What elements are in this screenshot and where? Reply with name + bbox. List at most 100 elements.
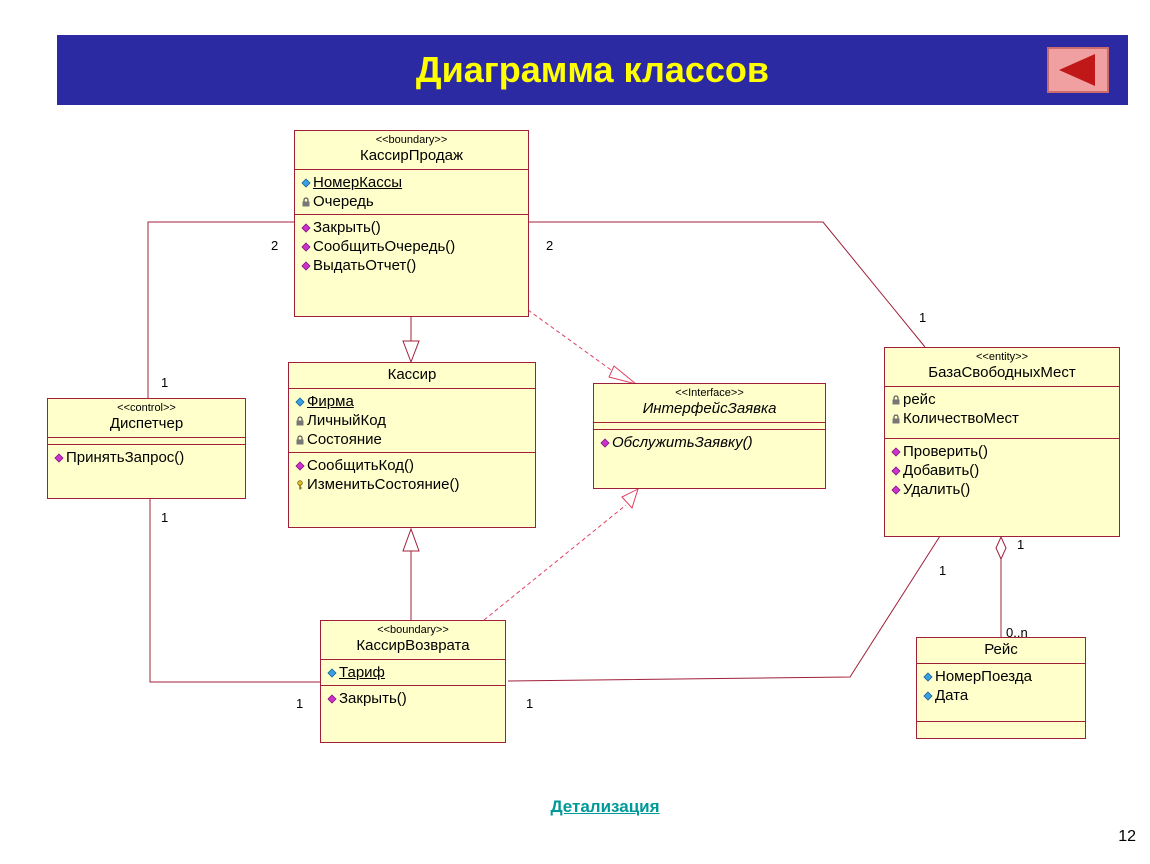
attributes xyxy=(48,438,245,445)
mult-kp-baza-baza: 1 xyxy=(919,310,927,325)
stereotype: <<entity>> xyxy=(976,351,1028,363)
attribute-row: Тариф xyxy=(327,663,499,682)
operations xyxy=(917,722,1085,728)
mult-kv-baza-kv: 1 xyxy=(526,696,534,711)
class-name: Рейс xyxy=(984,641,1018,658)
blue-diamond-icon xyxy=(301,177,311,188)
class-header: <<control>> Диспетчер xyxy=(48,399,245,438)
class-name: Кассир xyxy=(387,366,437,383)
mult-disp-kv-kv: 1 xyxy=(296,696,304,711)
key-icon xyxy=(297,479,303,489)
realization-arrow-kp xyxy=(608,365,637,385)
magenta-diamond-icon xyxy=(327,693,337,704)
lock-icon xyxy=(296,434,304,444)
assoc-kp-baza xyxy=(528,221,926,348)
lock-icon xyxy=(892,413,900,423)
mult-kp-dispetcher-disp: 1 xyxy=(161,375,169,390)
operation-row: ОбслужитьЗаявку() xyxy=(600,433,819,452)
magenta-diamond-icon xyxy=(600,437,610,448)
attribute-row: НомерПоезда xyxy=(923,667,1079,686)
generalization-arrow-kv xyxy=(402,527,420,552)
class-name: КассирПродаж xyxy=(359,147,464,164)
mult-kv-baza-baza: 1 xyxy=(939,563,947,578)
class-name: Диспетчер xyxy=(109,415,184,432)
realization-kv-interface xyxy=(483,504,627,621)
attributes: рейс КоличествоМест xyxy=(885,387,1119,439)
operation-row: Закрыть() xyxy=(327,689,499,708)
attribute-row: НомерКассы xyxy=(301,173,522,192)
attribute-row: рейс xyxy=(891,390,1113,409)
attributes: НомерПоезда Дата xyxy=(917,664,1085,722)
mult-kp-dispetcher-kp: 2 xyxy=(271,238,279,253)
attribute-row: Состояние xyxy=(295,430,529,449)
operation-row: Закрыть() xyxy=(301,218,522,237)
operation-row: Проверить() xyxy=(891,442,1113,461)
class-kassir[interactable]: Кассир Фирма ЛичныйКод Состояние Сообщит… xyxy=(288,362,536,528)
class-kassir-vozvrata[interactable]: <<boundary>> КассирВозврата Тариф Закрыт… xyxy=(320,620,506,743)
magenta-diamond-icon xyxy=(54,452,64,463)
lock-icon xyxy=(302,196,310,206)
operation-row: Добавить() xyxy=(891,461,1113,480)
mult-disp-kv-disp: 1 xyxy=(161,510,169,525)
attribute-row: Очередь xyxy=(301,192,522,211)
class-reys[interactable]: Рейс НомерПоезда Дата xyxy=(916,637,1086,739)
stereotype: <<boundary>> xyxy=(377,624,449,636)
operation-row: СообщитьКод() xyxy=(295,456,529,475)
class-kassir-prodazh[interactable]: <<boundary>> КассирПродаж НомерКассы Оче… xyxy=(294,130,529,317)
magenta-diamond-icon xyxy=(301,222,311,233)
back-button[interactable] xyxy=(1047,47,1109,93)
magenta-diamond-icon xyxy=(301,241,311,252)
operations: ОбслужитьЗаявку() xyxy=(594,430,825,455)
operation-row: ВыдатьОтчет() xyxy=(301,256,522,275)
realization-kp-interface xyxy=(527,309,619,376)
attribute-row: Фирма xyxy=(295,392,529,411)
class-name: КассирВозврата xyxy=(356,637,470,654)
operation-row: Удалить() xyxy=(891,480,1113,499)
detalizatsiya-link[interactable]: Детализация xyxy=(550,797,660,816)
operations: Проверить() Добавить() Удалить() xyxy=(885,439,1119,502)
class-header: Рейс xyxy=(917,638,1085,664)
attribute-row: КоличествоМест xyxy=(891,409,1113,428)
assoc-kv-baza xyxy=(507,535,941,682)
magenta-diamond-icon xyxy=(891,465,901,476)
class-dispetcher[interactable]: <<control>> Диспетчер ПринятьЗапрос() xyxy=(47,398,246,499)
magenta-diamond-icon xyxy=(891,484,901,495)
magenta-diamond-icon xyxy=(301,260,311,271)
lock-icon xyxy=(892,394,900,404)
class-header: <<boundary>> КассирВозврата xyxy=(321,621,505,660)
mult-baza-reys-baza: 1 xyxy=(1017,537,1025,552)
class-baza-svobodnykh-mest[interactable]: <<entity>> БазаСвободныхМест рейс Количе… xyxy=(884,347,1120,537)
lock-icon xyxy=(296,415,304,425)
title-bar: Диаграмма классов xyxy=(57,35,1128,105)
blue-diamond-icon xyxy=(923,690,933,701)
aggregation-diamond xyxy=(995,535,1007,561)
generalization-arrow-kp xyxy=(402,340,420,364)
class-name: БазаСвободныхМест xyxy=(928,364,1076,381)
attribute-row: Дата xyxy=(923,686,1079,705)
operations: Закрыть() СообщитьОчередь() ВыдатьОтчет(… xyxy=(295,215,528,278)
operations: ПринятьЗапрос() xyxy=(48,445,245,470)
magenta-diamond-icon xyxy=(295,460,305,471)
page-title: Диаграмма классов xyxy=(415,49,770,90)
assoc-kp-dispetcher xyxy=(147,221,295,398)
class-header: Кассир xyxy=(289,363,535,389)
class-header: <<entity>> БазаСвободныхМест xyxy=(885,348,1119,387)
operation-row: ИзменитьСостояние() xyxy=(295,475,529,494)
back-arrow-icon xyxy=(1059,54,1095,86)
attributes: Фирма ЛичныйКод Состояние xyxy=(289,389,535,453)
stereotype: <<Interface>> xyxy=(675,387,744,399)
blue-diamond-icon xyxy=(327,667,337,678)
class-name: ИнтерфейсЗаявка xyxy=(642,400,777,417)
mult-baza-reys-reys: 0..n xyxy=(1006,625,1028,640)
magenta-diamond-icon xyxy=(891,446,901,457)
blue-diamond-icon xyxy=(923,671,933,682)
page-number: 12 xyxy=(1118,828,1136,845)
attributes: Тариф xyxy=(321,660,505,686)
operation-row: ПринятьЗапрос() xyxy=(54,448,239,467)
class-interfeys-zayavka[interactable]: <<Interface>> ИнтерфейсЗаявка ОбслужитьЗ… xyxy=(593,383,826,489)
class-header: <<boundary>> КассирПродаж xyxy=(295,131,528,170)
blue-diamond-icon xyxy=(295,396,305,407)
class-header: <<Interface>> ИнтерфейсЗаявка xyxy=(594,384,825,423)
assoc-dispetcher-kv xyxy=(149,498,320,683)
